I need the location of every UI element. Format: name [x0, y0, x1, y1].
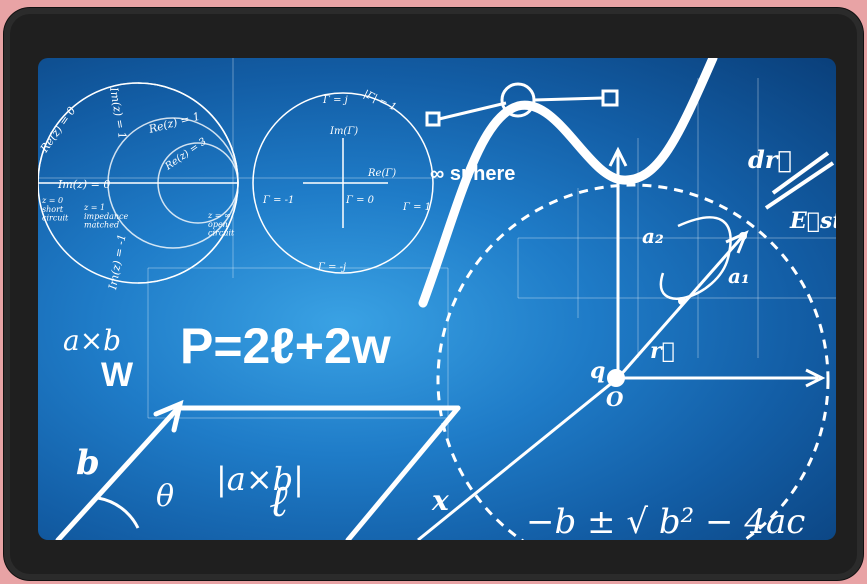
axb-label: a×b — [63, 324, 121, 357]
dashed-sphere — [436, 183, 830, 540]
smith-im-label: Im(z) = 0 — [57, 178, 110, 191]
origin-label: O — [606, 387, 624, 411]
quadratic-formula: −b ± √ b² − 4ac — [526, 502, 805, 540]
a2-label: a₂ — [642, 224, 664, 248]
gamma-j-label: Γ = j — [322, 95, 348, 106]
math-chalkboard-image: Re(z) = 0 Im(z) = 0 Im(z) = 1 Im(z) = -1… — [38, 58, 836, 540]
gamma-re-label: Re(Γ) — [367, 168, 396, 179]
b-label: b — [76, 443, 100, 483]
parallelogram — [55, 399, 461, 540]
origin-point — [607, 369, 625, 387]
theta-label: θ — [156, 479, 174, 514]
gamma-negj-label: Γ = -j — [317, 262, 346, 273]
ell-label: ℓ — [270, 476, 289, 527]
smith-chart — [38, 82, 239, 284]
gamma-abs-label: |Γ| = 1 — [362, 89, 398, 114]
smith-re1-label: Re(z) = 1 — [146, 110, 201, 136]
perimeter-formula: P=2ℓ+2w — [180, 318, 391, 374]
abs-axb-label: |a×b| — [216, 460, 304, 498]
gamma-neg1-label: Γ = -1 — [262, 195, 294, 206]
sphere-label: ∞ sphere — [430, 163, 515, 185]
gamma-1-label: Γ = 1 — [402, 202, 431, 213]
gamma-chart — [252, 92, 434, 274]
smith-im-top-label: Im(z) = 1 — [107, 85, 129, 140]
wave-curve — [418, 58, 718, 308]
math-illustration: Re(z) = 0 Im(z) = 0 Im(z) = 1 Im(z) = -1… — [38, 58, 836, 540]
curve-controls — [425, 82, 619, 127]
a1-label: a₁ — [728, 264, 750, 288]
r-label: r⃗ — [650, 338, 675, 364]
q-label: q — [590, 358, 605, 384]
w-label: W — [101, 356, 134, 394]
dr-label: dr⃗ — [748, 145, 792, 174]
x-label: x — [431, 484, 449, 517]
smith-re-label: Re(z) = 0 — [38, 104, 79, 155]
coordinate-axes — [417, 146, 826, 540]
estat-label: E⃗stat — [789, 208, 836, 234]
gamma-im-label: Im(Γ) — [329, 126, 358, 137]
gamma-0-label: Γ = 0 — [345, 195, 375, 206]
